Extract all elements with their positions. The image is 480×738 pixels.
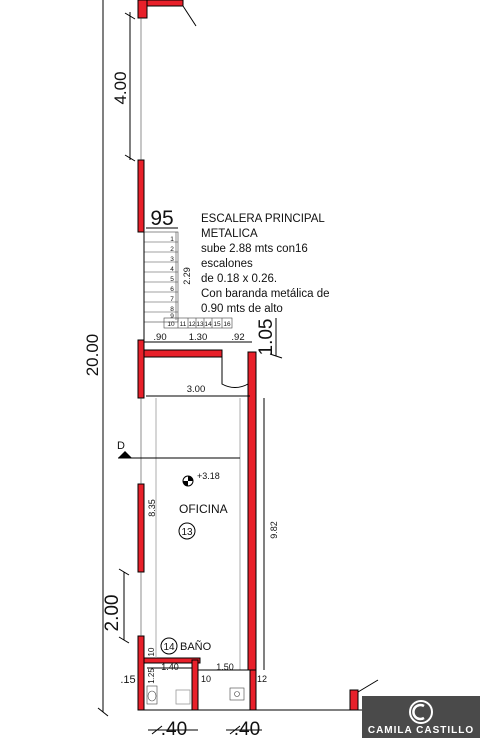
cc-monogram-icon bbox=[409, 700, 433, 724]
office-number: 13 bbox=[181, 527, 193, 538]
right-wall-dim: 12 bbox=[257, 674, 267, 684]
level-marker-icon bbox=[182, 475, 194, 487]
stair bbox=[143, 231, 233, 350]
window-height-dim: 2.00 bbox=[102, 595, 123, 632]
wall-left-bath bbox=[137, 635, 145, 711]
wall-top bbox=[146, 0, 184, 7]
door-swing-top bbox=[182, 5, 197, 27]
bottom-right-dim: .40 bbox=[234, 719, 260, 738]
wall-stair-bottom bbox=[143, 349, 223, 358]
bath-width-dim: 1.40 bbox=[161, 662, 179, 672]
wall-bath-top bbox=[143, 657, 201, 664]
bath-wall-dim: 10 bbox=[147, 647, 156, 656]
wall-right-bottom bbox=[249, 669, 257, 711]
wall-top-left bbox=[137, 0, 148, 19]
step-number: 4 bbox=[170, 266, 174, 273]
toilet-icon bbox=[146, 685, 158, 705]
sink-icon bbox=[229, 687, 245, 701]
step-number: 12 bbox=[188, 321, 196, 328]
step-number: 15 bbox=[213, 321, 221, 328]
wall-left-middle bbox=[137, 483, 145, 573]
door-swing-office bbox=[221, 357, 249, 388]
hall-width-dim: 1.50 bbox=[216, 662, 234, 672]
bath-height-dim: 1.25 bbox=[147, 668, 156, 684]
office-left-dim: 8.35 bbox=[147, 499, 157, 517]
bottom-left-dim: .40 bbox=[161, 719, 187, 738]
step-number: 8 bbox=[170, 306, 174, 313]
stair-desc-2: escalones bbox=[201, 258, 253, 270]
stair-bottom-right-dim: .92 bbox=[231, 332, 244, 343]
office-number-circle bbox=[178, 522, 196, 540]
logo-name: CAMILA CASTILLO bbox=[367, 725, 475, 736]
stair-left-label: 95 bbox=[150, 207, 173, 230]
stair-step-numbers: 1 2 3 4 5 6 7 8 9 10 11 12 13 14 15 16 bbox=[167, 236, 231, 328]
step-number: 13 bbox=[196, 321, 204, 328]
step-number: 11 bbox=[180, 321, 187, 328]
wall-bath-right bbox=[191, 659, 199, 711]
step-number: 7 bbox=[170, 296, 174, 303]
step-number: 1 bbox=[170, 236, 174, 243]
bath-name: BAÑO bbox=[180, 640, 212, 653]
shower-icon bbox=[175, 689, 191, 705]
stair-bottom-mid-dim: 1.30 bbox=[189, 332, 208, 343]
stair-desc-5: 0.90 mts de alto bbox=[201, 303, 283, 315]
step-number: 10 bbox=[167, 321, 175, 328]
wall-far-right bbox=[349, 689, 359, 711]
upper-height-label: 4.00 bbox=[111, 71, 130, 104]
step-number: 6 bbox=[170, 286, 174, 293]
step-number: 3 bbox=[170, 256, 174, 263]
step-number: 5 bbox=[170, 276, 174, 283]
logo: CAMILA CASTILLO bbox=[362, 696, 480, 738]
office-level-label: +3.18 bbox=[197, 471, 220, 481]
stair-title-1: ESCALERA PRINCIPAL bbox=[201, 213, 325, 225]
stair-bottom-left-dim: .90 bbox=[153, 332, 166, 343]
stair-description: ESCALERA PRINCIPAL METALICA sube 2.88 mt… bbox=[201, 213, 330, 315]
step-number: 14 bbox=[204, 321, 212, 328]
stair-run-label: 2.29 bbox=[182, 267, 192, 285]
bath-wall-right-dim: 10 bbox=[201, 674, 211, 684]
landing-dim: 1.05 bbox=[256, 319, 277, 356]
step-number: 9 bbox=[170, 313, 174, 320]
step-number: 16 bbox=[223, 321, 231, 328]
wall-left-upper bbox=[137, 339, 145, 399]
stair-desc-3: de 0.18 x 0.26. bbox=[201, 273, 277, 285]
office-width-dim: 3.00 bbox=[187, 384, 206, 395]
stair-desc-1: sube 2.88 mts con16 bbox=[201, 243, 308, 255]
overall-height-label: 20.00 bbox=[83, 334, 102, 377]
stair-title-2: METALICA bbox=[201, 228, 258, 240]
stair-desc-4: Con baranda metálica de bbox=[201, 288, 330, 300]
bath-number-circle bbox=[160, 637, 178, 655]
wall-right-office bbox=[247, 351, 257, 671]
bath-number: 14 bbox=[163, 642, 175, 653]
wall-stair-left bbox=[137, 159, 145, 233]
office-right-dim: 9.82 bbox=[269, 521, 279, 539]
left-wall-dim: .15 bbox=[120, 674, 135, 686]
office-name: OFICINA bbox=[179, 502, 228, 516]
step-number: 2 bbox=[170, 246, 174, 253]
section-marker: D bbox=[117, 440, 125, 452]
